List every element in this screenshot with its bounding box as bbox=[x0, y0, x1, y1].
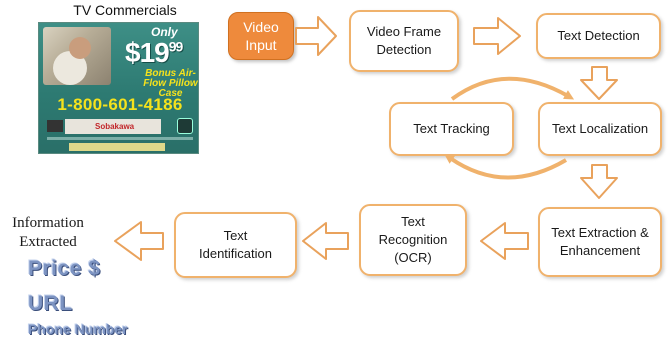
arrow-recognition-to-identification bbox=[302, 222, 349, 260]
frame-detection-box: Video Frame Detection bbox=[349, 10, 459, 72]
arrow-localization-to-tracking bbox=[444, 154, 568, 180]
text-identification-label: Text Identification bbox=[199, 228, 272, 261]
text-recognition-label: Text Recognition (OCR) bbox=[378, 214, 448, 265]
tv-commercials-title: TV Commercials bbox=[73, 2, 177, 18]
arrow-frame-to-detection bbox=[473, 17, 521, 55]
ad-price-cents: 99 bbox=[168, 38, 184, 55]
arrow-identification-to-output bbox=[114, 221, 164, 261]
arrow-input-to-frame bbox=[295, 16, 337, 56]
output-url: URL bbox=[28, 292, 73, 315]
text-recognition-box: Text Recognition (OCR) bbox=[359, 204, 467, 276]
ad-brand-box bbox=[65, 119, 161, 134]
ad-price-dollars: $19 bbox=[125, 37, 170, 68]
ad-fine-print bbox=[47, 137, 193, 140]
ad-brand-name: Sobakawa bbox=[95, 122, 135, 131]
arrow-extraction-to-recognition bbox=[480, 222, 529, 260]
information-extracted-label: Information Extracted bbox=[12, 215, 84, 250]
video-input-box: Video Input bbox=[228, 12, 294, 60]
tv-commercial-image: Only $1999 Bonus Air-Flow Pillow Case 1-… bbox=[38, 22, 199, 154]
text-identification-box: Text Identification bbox=[174, 212, 297, 278]
text-extraction-box: Text Extraction & Enhancement bbox=[538, 207, 662, 277]
arrow-localization-to-extraction bbox=[580, 164, 618, 199]
ad-logo-icon bbox=[47, 120, 63, 132]
ad-only-text: Only bbox=[151, 25, 178, 39]
ad-guarantee-strip bbox=[69, 143, 165, 151]
text-localization-box: Text Localization bbox=[538, 102, 662, 156]
ad-photo bbox=[43, 27, 111, 85]
ad-phone-number: 1-800-601-4186 bbox=[57, 95, 183, 114]
arrow-tracking-to-localization bbox=[450, 76, 575, 101]
text-extraction-label: Text Extraction & Enhancement bbox=[551, 225, 649, 258]
output-phone-number: Phone Number bbox=[28, 321, 128, 337]
ad-price: $1999 bbox=[125, 37, 184, 69]
text-detection-box: Text Detection bbox=[536, 13, 661, 59]
frame-detection-label: Video Frame Detection bbox=[366, 24, 442, 57]
ad-badge-icon bbox=[177, 118, 193, 134]
text-tracking-box: Text Tracking bbox=[389, 102, 514, 156]
output-price: Price $ bbox=[28, 257, 101, 280]
arrow-detection-to-localization bbox=[580, 66, 618, 100]
ad-bonus-text: Bonus Air-Flow Pillow Case bbox=[143, 68, 198, 99]
